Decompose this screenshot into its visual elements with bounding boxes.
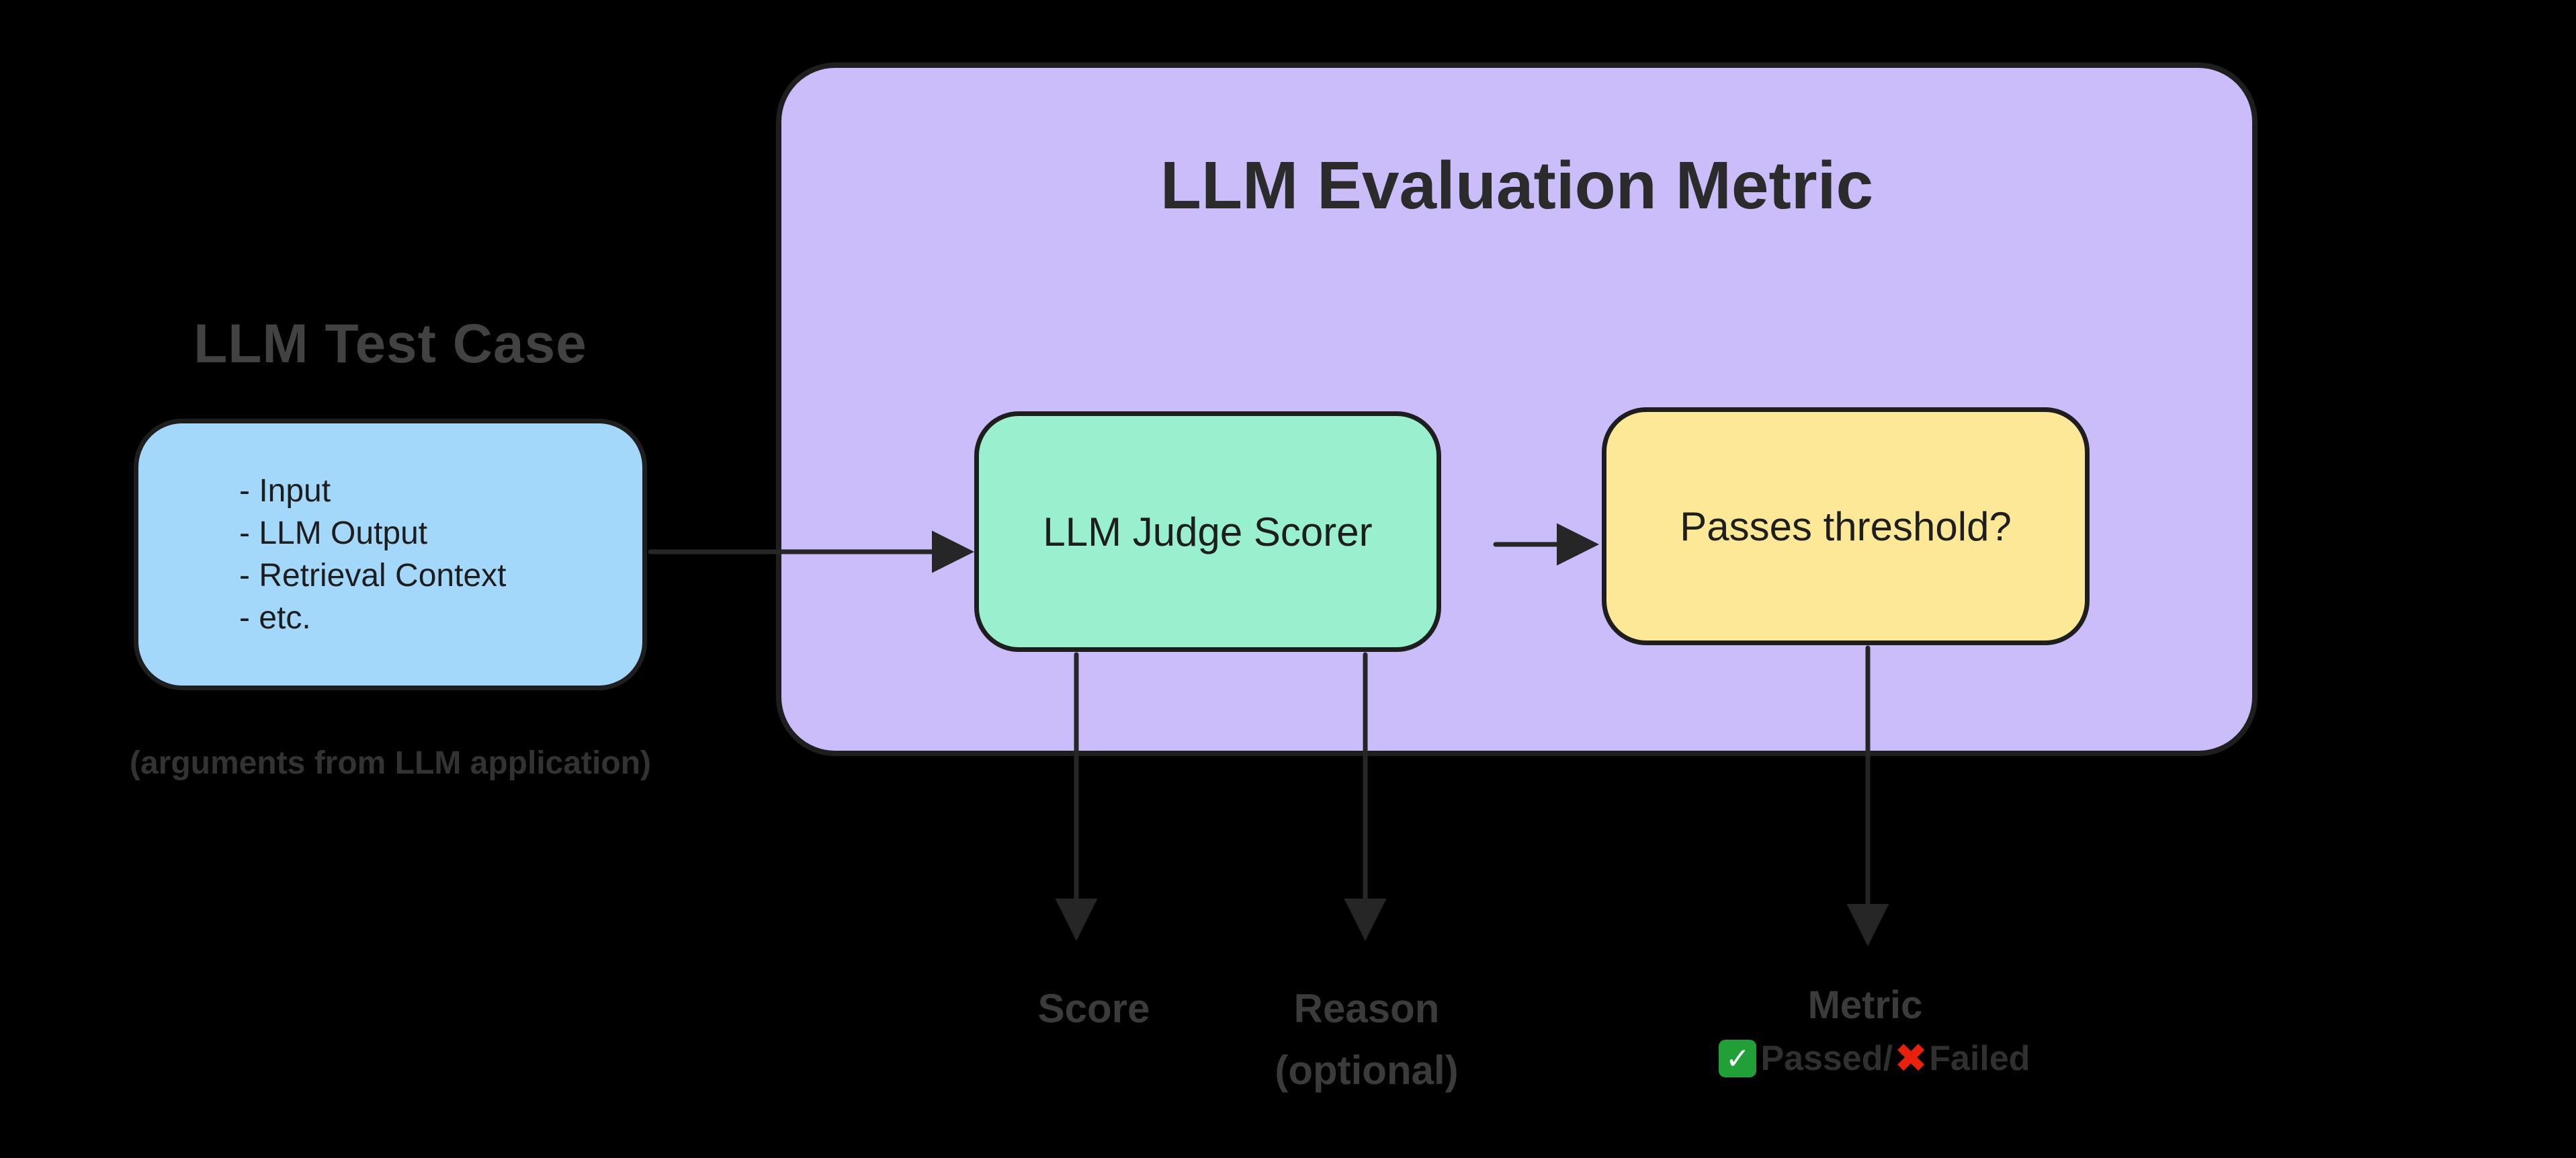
metric-pass-fail-line: ✓ Passed/ ✖ Failed <box>1646 1035 2103 1082</box>
test-case-box: - Input - LLM Output - Retrieval Context… <box>134 419 647 690</box>
reason-optional-label: (optional) <box>1275 1048 1459 1093</box>
test-case-arguments-note: (arguments from LLM application) <box>129 745 651 781</box>
llm-judge-scorer-box: LLM Judge Scorer <box>974 411 1441 652</box>
test-case-item-llm-output: - LLM Output <box>239 515 428 551</box>
passes-threshold-label: Passes threshold? <box>1680 503 2012 549</box>
passes-threshold-box: Passes threshold? <box>1602 407 2090 645</box>
score-output-label: Score <box>1037 986 1150 1031</box>
check-mark-icon: ✓ <box>1719 1040 1757 1077</box>
reason-output-label: Reason <box>1293 986 1440 1031</box>
test-case-item-retrieval-context: - Retrieval Context <box>239 558 507 593</box>
metric-output-label: Metric <box>1807 983 1923 1027</box>
evaluation-metric-title: LLM Evaluation Metric <box>1160 148 1874 223</box>
test-case-item-etc: - etc. <box>239 600 311 636</box>
cross-mark-icon: ✖ <box>1894 1036 1928 1081</box>
test-case-title: LLM Test Case <box>194 313 587 374</box>
test-case-item-input: - Input <box>239 473 331 509</box>
test-case-item-list: - Input - LLM Output - Retrieval Context… <box>138 470 506 639</box>
llm-judge-scorer-label: LLM Judge Scorer <box>1043 509 1373 554</box>
passed-label: Passed/ <box>1760 1039 1893 1078</box>
failed-label: Failed <box>1929 1039 2030 1078</box>
